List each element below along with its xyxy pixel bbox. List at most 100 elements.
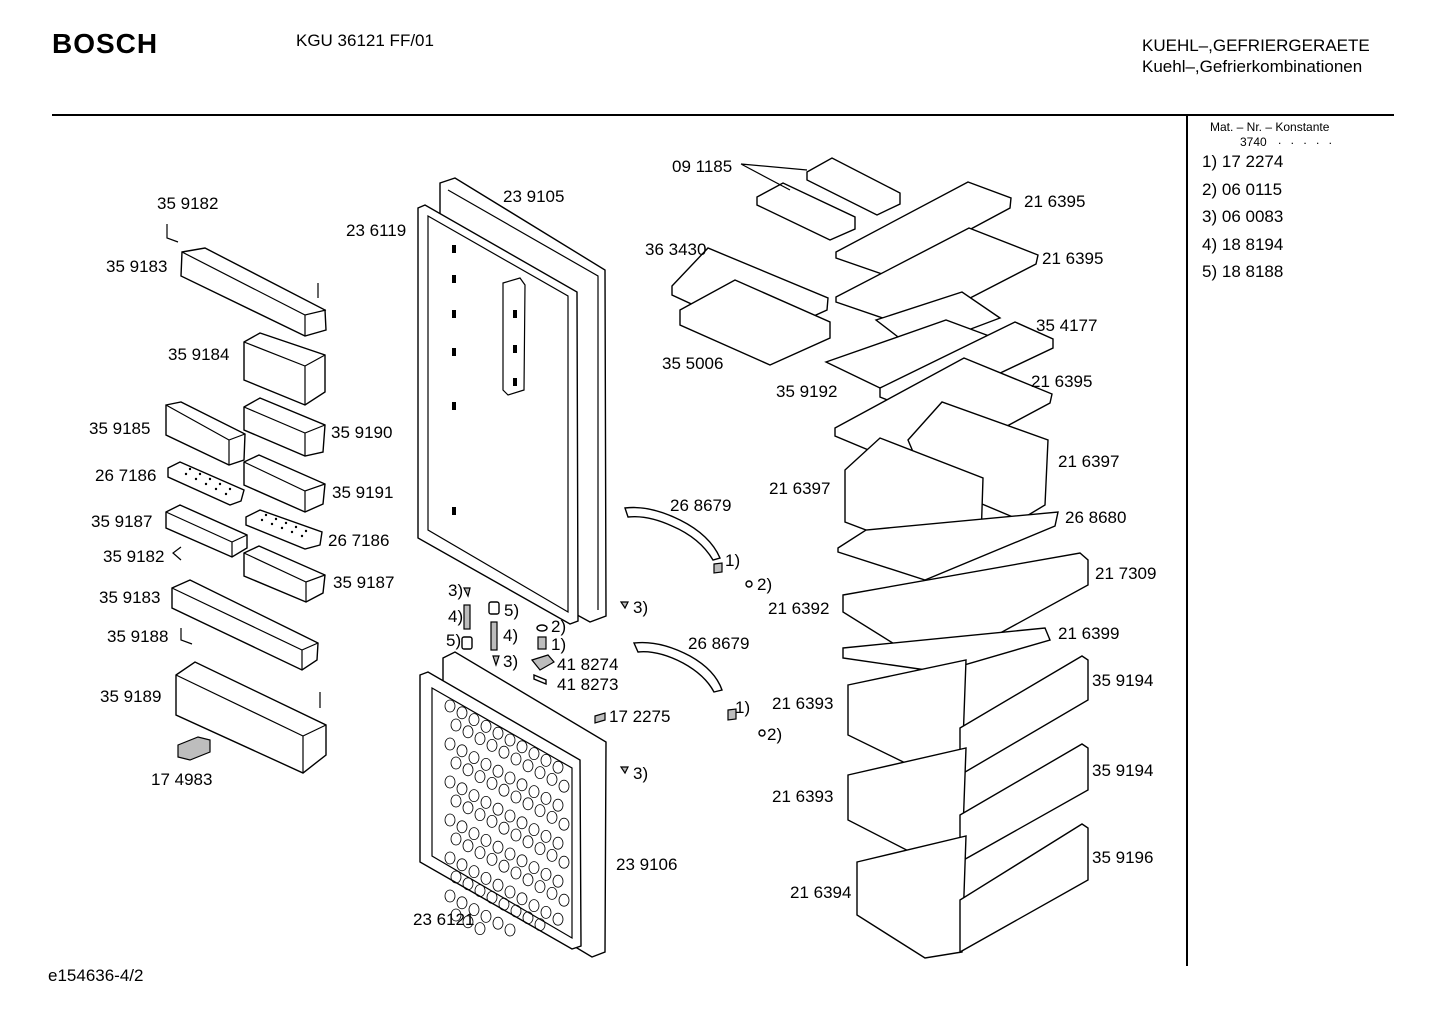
callout-label[interactable]: 35 9196 [1092,848,1153,867]
butter-box-part[interactable] [243,332,326,406]
glass-shelf-part[interactable] [842,552,1089,661]
callout-label[interactable]: 41 8274 [557,655,618,674]
pin-part[interactable] [490,621,498,651]
callout-label[interactable]: 35 9185 [89,419,150,438]
cap-part[interactable] [594,712,606,724]
glass-shelf-part[interactable] [835,181,1012,276]
callout-label[interactable]: 21 6393 [772,787,833,806]
spacer-part[interactable] [533,673,547,686]
bushing-part[interactable] [488,601,500,615]
screw-part[interactable] [619,601,629,610]
callout-label[interactable]: 17 2275 [609,707,670,726]
washer-part[interactable] [536,624,548,632]
callout-label[interactable]: 26 7186 [95,466,156,485]
callout-label[interactable]: 35 5006 [662,354,723,373]
bushing-part[interactable] [461,636,473,650]
callout-label[interactable]: 09 1185 [672,157,732,176]
handle-part[interactable] [632,641,723,693]
callout-label[interactable]: 35 9183 [99,588,160,607]
callout-label[interactable]: 35 9194 [1092,761,1153,780]
callout-label[interactable]: 35 9187 [91,512,152,531]
freezer-shelf-part[interactable] [842,627,1051,673]
door-shelf-part[interactable] [180,247,327,337]
callout-label[interactable]: 35 4177 [1036,316,1097,335]
part-number[interactable]: 06 0115 [1221,179,1283,199]
callout-label[interactable]: 23 9105 [503,187,564,206]
callout-label[interactable]: 35 9188 [107,627,168,646]
door-bin-part[interactable] [243,545,326,603]
chiller-drawer-part[interactable] [679,279,831,366]
ice-tray-part[interactable] [806,157,901,216]
callout-label[interactable]: 35 9183 [106,257,167,276]
upper-door-gasket[interactable] [417,204,579,625]
callout-label[interactable]: 21 6395 [1024,192,1085,211]
bottle-shelf-part[interactable] [175,661,327,774]
clip-part [172,546,182,561]
callout-label[interactable]: 23 9106 [616,855,677,874]
callout-label[interactable]: 23 6119 [346,221,406,240]
liner-cell [504,847,516,861]
callout-label[interactable]: 26 8679 [670,496,731,515]
callout-label[interactable]: 21 7309 [1095,564,1156,583]
liner-cell [474,732,486,745]
callout-label[interactable]: 23 6121 [413,910,474,929]
liner-cell [552,874,564,888]
stop-clip-part[interactable] [177,736,211,761]
handle-screw[interactable] [727,708,737,721]
callout-label[interactable]: 21 6397 [769,479,830,498]
callout-label[interactable]: 26 7186 [328,531,389,550]
callout-label[interactable]: 26 8679 [688,634,749,653]
handle-part[interactable] [624,506,721,561]
liner-cell [486,777,498,790]
callout-label[interactable]: 35 9192 [776,382,837,401]
callout-label[interactable]: 41 8273 [557,675,618,694]
liner-cell [444,775,456,789]
handle-screw[interactable] [713,562,723,574]
freezer-drawer-part[interactable] [856,835,967,959]
callout-label[interactable]: 21 6392 [768,599,829,618]
callout-label[interactable]: 21 6393 [772,694,833,713]
dairy-box-part[interactable] [243,397,326,457]
liner-cell [474,770,486,783]
pin-part[interactable] [537,636,547,650]
callout-label[interactable]: 26 8680 [1065,508,1126,527]
callout-label[interactable]: 35 9187 [333,573,394,592]
glass-shelf-part[interactable] [835,227,1039,329]
egg-insert-part[interactable] [245,509,323,550]
handle-cap[interactable] [745,580,753,588]
handle-cap[interactable] [758,729,766,737]
part-number[interactable]: 18 8194 [1221,234,1284,254]
callout-label[interactable]: 21 6395 [1031,372,1092,391]
callout-label[interactable]: 35 9182 [103,547,164,566]
part-number[interactable]: 18 8188 [1221,262,1284,281]
drawer-front-part[interactable] [959,823,1089,954]
liner-cell [456,858,468,872]
callout-label[interactable]: 17 4983 [151,770,212,789]
callout-label[interactable]: 35 9190 [331,423,392,442]
callout-label[interactable]: 35 9184 [168,345,229,364]
callout-label[interactable]: 36 3430 [645,240,706,259]
callout-label[interactable]: 21 6399 [1058,624,1119,643]
ice-tray-part[interactable] [756,182,856,241]
screw-part[interactable] [463,587,471,598]
pin-part[interactable] [463,604,471,630]
callout-label[interactable]: 35 9189 [100,687,161,706]
callout-label[interactable]: 35 9194 [1092,671,1153,690]
model-number: KGU 36121 FF/01 [296,31,434,50]
liner-cell [468,789,480,802]
screw-part[interactable] [492,655,500,667]
callout-label[interactable]: 35 9182 [157,194,218,213]
liner-cell [450,870,462,884]
screw-part[interactable] [619,766,629,775]
hinge-part[interactable] [530,654,555,671]
door-shelf-part[interactable] [171,579,319,671]
door-bin-part[interactable] [243,454,326,513]
egg-tray-part[interactable] [165,401,246,466]
part-number[interactable]: 17 2274 [1221,152,1284,171]
callout-label[interactable]: 21 6395 [1042,249,1103,268]
crisper-cover-part[interactable] [837,511,1059,581]
callout-label[interactable]: 21 6394 [790,883,851,902]
part-number[interactable]: 06 0083 [1221,207,1284,226]
callout-label[interactable]: 35 9191 [332,483,393,502]
callout-label[interactable]: 21 6397 [1058,452,1119,471]
